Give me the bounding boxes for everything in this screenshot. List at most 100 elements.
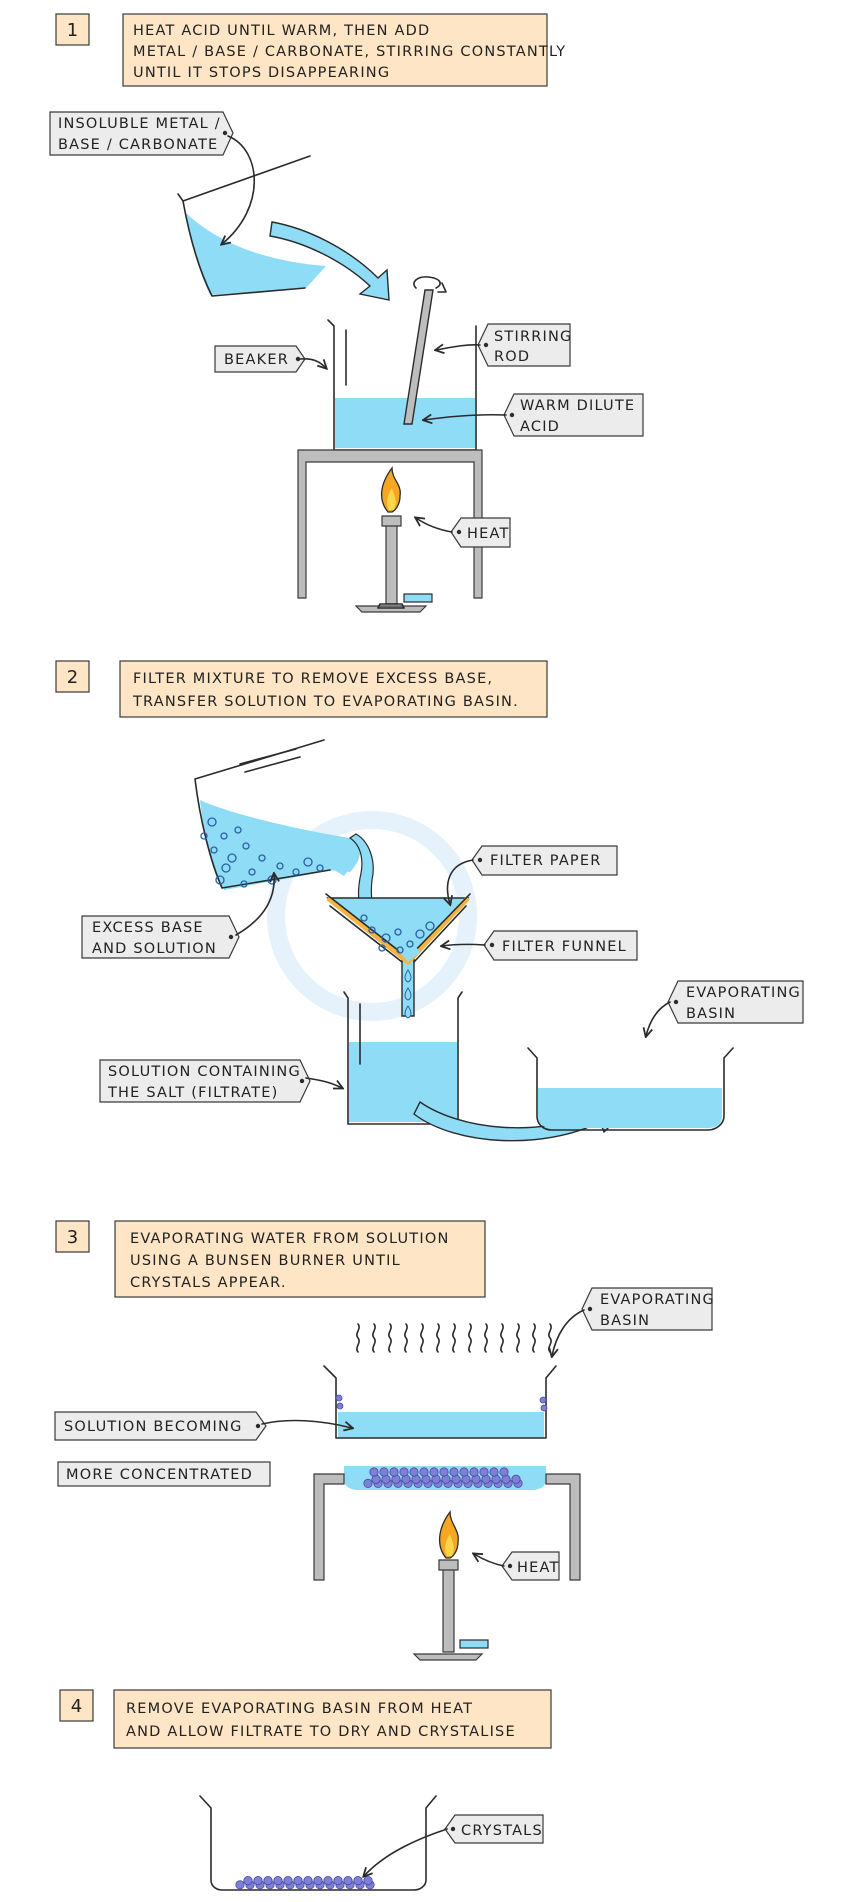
crystal bbox=[479, 1467, 489, 1477]
step-3: 3 EVAPORATING WATER FROM SOLUTION USING … bbox=[54, 1220, 715, 1661]
tripod bbox=[313, 1473, 581, 1581]
label-crystals: CRYSTALS bbox=[364, 1814, 544, 1876]
svg-text:ACID: ACID bbox=[520, 419, 560, 435]
crystal bbox=[419, 1467, 429, 1477]
instruction-line: TRANSFER SOLUTION TO EVAPORATING BASIN. bbox=[132, 694, 519, 710]
crystal bbox=[323, 1876, 333, 1886]
bubble bbox=[368, 926, 376, 934]
svg-text:FILTER FUNNEL: FILTER FUNNEL bbox=[502, 939, 627, 955]
instruction-line: CRYSTALS APPEAR. bbox=[130, 1275, 287, 1291]
bubble bbox=[394, 928, 402, 936]
svg-text:AND SOLUTION: AND SOLUTION bbox=[92, 941, 217, 957]
crystal bbox=[343, 1876, 353, 1886]
tilted-beaker-pouring bbox=[194, 739, 386, 925]
instruction-line: METAL / BASE / CARBONATE, STIRRING CONST… bbox=[133, 44, 566, 60]
crystal bbox=[409, 1467, 419, 1477]
crystal bbox=[313, 1876, 323, 1886]
beaker bbox=[327, 319, 477, 451]
label-evaporating-basin: EVAPORATING BASIN bbox=[552, 1287, 715, 1356]
step-number-badge: 1 bbox=[55, 13, 90, 46]
bubble bbox=[292, 868, 300, 876]
bunsen-burner bbox=[412, 1510, 489, 1661]
crystal bbox=[499, 1467, 509, 1477]
instruction-line: UNTIL IT STOPS DISAPPEARING bbox=[133, 65, 390, 81]
steam-wisp bbox=[356, 1323, 360, 1353]
svg-text:CRYSTALS: CRYSTALS bbox=[461, 1823, 543, 1839]
svg-text:EXCESS BASE: EXCESS BASE bbox=[92, 920, 204, 936]
bubble bbox=[248, 868, 256, 876]
bubble bbox=[227, 853, 237, 863]
label-warm-dilute-acid: WARM DILUTE ACID bbox=[424, 393, 644, 437]
svg-text:BASIN: BASIN bbox=[600, 1313, 650, 1329]
evaporating-basin-dry bbox=[199, 1795, 437, 1891]
label-filter-funnel: FILTER FUNNEL bbox=[442, 930, 638, 961]
steam-wisp bbox=[404, 1323, 408, 1353]
step-number: 2 bbox=[67, 667, 78, 688]
svg-text:BASE / CARBONATE: BASE / CARBONATE bbox=[58, 137, 218, 153]
steam-wisp bbox=[468, 1323, 472, 1353]
steam-wisp bbox=[500, 1323, 504, 1353]
label-filter-paper: FILTER PAPER bbox=[448, 845, 618, 904]
bubble bbox=[360, 914, 368, 922]
tripod bbox=[297, 449, 483, 599]
svg-text:WARM DILUTE: WARM DILUTE bbox=[520, 398, 635, 414]
label-stirring-rod: STIRRING ROD bbox=[436, 323, 572, 367]
instruction-line: AND ALLOW FILTRATE TO DRY AND CRYSTALISE bbox=[126, 1724, 516, 1740]
steam-wisp bbox=[372, 1323, 376, 1353]
bubble bbox=[221, 863, 231, 873]
evaporating-basin bbox=[527, 1047, 734, 1131]
label-insoluble-solid: INSOLUBLE METAL / BASE / CARBONATE bbox=[49, 111, 255, 244]
stirring-rod bbox=[403, 276, 447, 425]
step-number: 1 bbox=[67, 20, 78, 41]
label-beaker: BEAKER bbox=[214, 345, 326, 373]
filter-funnel bbox=[325, 893, 471, 1017]
steam-wisp bbox=[452, 1323, 456, 1353]
svg-text:FILTER PAPER: FILTER PAPER bbox=[490, 853, 602, 869]
svg-text:THE SALT (FILTRATE): THE SALT (FILTRATE) bbox=[107, 1085, 278, 1101]
step-1: 1 HEAT ACID UNTIL WARM, THEN ADD METAL /… bbox=[49, 13, 644, 613]
instruction-box: HEAT ACID UNTIL WARM, THEN ADD METAL / B… bbox=[122, 13, 566, 87]
evaporating-basin-heated bbox=[323, 1365, 557, 1439]
crystal bbox=[363, 1478, 373, 1489]
lower-basin-with-crystals bbox=[344, 1466, 546, 1490]
bubble bbox=[316, 864, 324, 872]
crystal bbox=[273, 1876, 283, 1886]
crystal bbox=[353, 1876, 363, 1886]
pour-arrow bbox=[269, 221, 390, 301]
bubble bbox=[210, 846, 218, 854]
crystal bbox=[263, 1876, 273, 1886]
steam-wisp bbox=[532, 1323, 536, 1353]
svg-text:ROD: ROD bbox=[494, 349, 530, 365]
crystal bbox=[489, 1467, 499, 1477]
instruction-line: REMOVE EVAPORATING BASIN FROM HEAT bbox=[126, 1701, 473, 1717]
svg-text:INSOLUBLE METAL /: INSOLUBLE METAL / bbox=[58, 116, 221, 132]
crystal bbox=[439, 1467, 449, 1477]
crystal bbox=[389, 1467, 399, 1477]
crystal bbox=[235, 1880, 245, 1890]
transfer-arrow bbox=[413, 1100, 628, 1142]
label-excess-base: EXCESS BASE AND SOLUTION bbox=[81, 874, 274, 959]
crystal bbox=[399, 1467, 409, 1477]
svg-text:BASIN: BASIN bbox=[686, 1006, 736, 1022]
label-evaporating-basin: EVAPORATING BASIN bbox=[646, 980, 804, 1036]
bubble bbox=[207, 817, 217, 827]
crystal bbox=[303, 1876, 313, 1886]
instruction-line: USING A BUNSEN BURNER UNTIL bbox=[130, 1253, 401, 1269]
instruction-line: EVAPORATING WATER FROM SOLUTION bbox=[130, 1231, 450, 1247]
step-2: 2 FILTER MIXTURE TO REMOVE EXCESS BASE, … bbox=[55, 660, 804, 1142]
steam-wisp bbox=[516, 1323, 520, 1353]
bubble bbox=[276, 862, 284, 870]
crystal bbox=[293, 1876, 303, 1886]
watermark bbox=[267, 811, 477, 1021]
svg-text:STIRRING: STIRRING bbox=[494, 329, 572, 345]
bubble bbox=[381, 933, 391, 943]
steam-wisp bbox=[548, 1323, 552, 1353]
instruction-box: REMOVE EVAPORATING BASIN FROM HEAT AND A… bbox=[113, 1689, 552, 1749]
crystal bbox=[429, 1467, 439, 1477]
bubble bbox=[220, 832, 228, 840]
svg-text:EVAPORATING: EVAPORATING bbox=[686, 985, 801, 1001]
crystal bbox=[379, 1467, 389, 1477]
svg-text:EVAPORATING: EVAPORATING bbox=[600, 1292, 715, 1308]
tilted-beaker-with-solid bbox=[177, 155, 326, 297]
crystal bbox=[243, 1876, 253, 1886]
